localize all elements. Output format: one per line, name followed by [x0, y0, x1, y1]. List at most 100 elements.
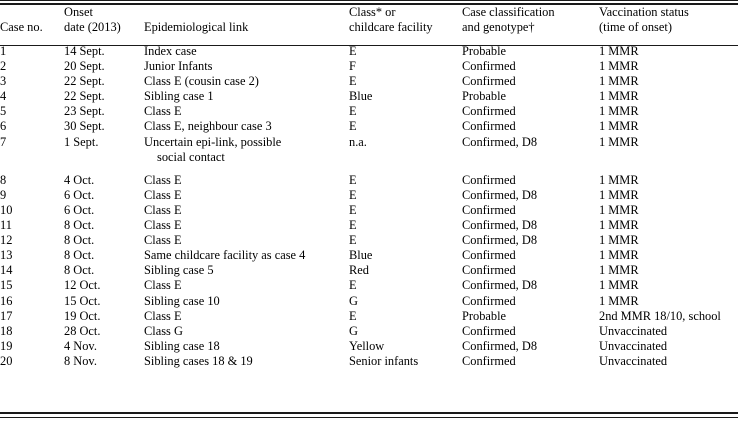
cell-classification-genotype: Confirmed	[462, 202, 516, 217]
cell-class-facility: E	[349, 218, 357, 233]
cell-onset-date: 15 Oct.	[64, 293, 101, 308]
cell-case-no: 9	[0, 187, 7, 202]
cell-epi-link: Class E	[144, 187, 182, 202]
cell-epi-link: Class E	[144, 172, 182, 187]
cell-vaccination-status: 1 MMR	[599, 89, 639, 104]
column-header-case-no-line2: Case no.	[0, 19, 43, 34]
cell-vaccination-status: Unvaccinated	[599, 323, 668, 338]
cell-case-no: 3	[0, 74, 7, 89]
cell-class-facility: E	[349, 278, 357, 293]
column-header-onset-date-line1: Onset	[64, 5, 93, 19]
cell-epi-link: Sibling case 18	[144, 338, 220, 353]
cell-classification-genotype: Confirmed	[462, 293, 516, 308]
cell-class-facility: Senior infants	[349, 353, 419, 368]
cell-classification-genotype: Confirmed, D8	[462, 218, 538, 233]
cell-epi-link-line2: social contact	[157, 149, 225, 164]
cell-vaccination-status: 1 MMR	[599, 187, 639, 202]
cell-vaccination-status: 1 MMR	[599, 74, 639, 89]
cell-epi-link: Same childcare facility as case 4	[144, 248, 306, 263]
cell-vaccination-status: 1 MMR	[599, 44, 639, 58]
column-header-classification-genotype-line1: Case classification	[462, 5, 555, 19]
cell-vaccination-status: 1 MMR	[599, 233, 639, 248]
cell-classification-genotype: Confirmed, D8	[462, 278, 538, 293]
cell-vaccination-status: 1 MMR	[599, 119, 639, 134]
cell-epi-link: Class G	[144, 323, 183, 338]
cell-classification-genotype: Confirmed	[462, 353, 516, 368]
column-header-onset-date: Onset date (2013)	[64, 5, 144, 37]
column-header-epi-link: Epidemiological link	[144, 5, 349, 37]
cell-class-facility: Yellow	[349, 338, 385, 353]
cell-onset-date: 14 Sept.	[64, 44, 105, 58]
cell-epi-link: Junior Infants	[144, 59, 213, 74]
table-header-row: Case no. Onset date (2013) Epidemiologic…	[0, 0, 738, 37]
cell-epi-link: Index case	[144, 44, 197, 58]
cell-epi-link: Class E	[144, 308, 182, 323]
cell-case-no: 19	[0, 338, 13, 353]
cell-class-facility: G	[349, 323, 358, 338]
cell-class-facility: E	[349, 44, 357, 58]
column-header-vaccination-status-line2: (time of onset)	[599, 19, 672, 34]
cell-classification-genotype: Confirmed	[462, 323, 516, 338]
cell-case-no: 16	[0, 293, 13, 308]
cell-vaccination-status: 1 MMR	[599, 172, 639, 187]
cell-vaccination-status: 1 MMR	[599, 293, 639, 308]
cell-onset-date: 8 Oct.	[64, 248, 95, 263]
cell-class-facility: E	[349, 104, 357, 119]
cell-case-no: 4	[0, 89, 7, 104]
cell-onset-date: 20 Sept.	[64, 59, 105, 74]
cell-class-facility: Blue	[349, 248, 373, 263]
cell-class-facility: E	[349, 308, 357, 323]
cell-classification-genotype: Confirmed, D8	[462, 233, 538, 248]
cell-vaccination-status: Unvaccinated	[599, 353, 668, 368]
column-header-case-no: Case no.	[0, 5, 64, 37]
cell-onset-date: 23 Sept.	[64, 104, 105, 119]
cell-onset-date: 4 Oct.	[64, 172, 95, 187]
cell-case-no: 8	[0, 172, 7, 187]
cell-case-no: 18	[0, 323, 13, 338]
cell-case-no: 6	[0, 119, 7, 134]
cell-classification-genotype: Confirmed	[462, 172, 516, 187]
cell-vaccination-status: 1 MMR	[599, 104, 639, 119]
cell-classification-genotype: Confirmed	[462, 59, 516, 74]
cell-case-no: 12	[0, 233, 13, 248]
column-header-classification-genotype: Case classification and genotype†	[462, 5, 599, 37]
cell-class-facility: Blue	[349, 89, 373, 104]
cell-vaccination-status: 1 MMR	[599, 248, 639, 263]
cell-case-no: 5	[0, 104, 7, 119]
column-header-class-facility: Class* or childcare facility	[349, 5, 462, 37]
cell-case-no: 10	[0, 202, 13, 217]
case-table: Case no. Onset date (2013) Epidemiologic…	[0, 0, 738, 369]
cell-epi-link: Class E, neighbour case 3	[144, 119, 272, 134]
cell-case-no: 14	[0, 263, 13, 278]
column-header-class-facility-line1: Class* or	[349, 5, 396, 19]
cell-class-facility: E	[349, 202, 357, 217]
cell-epi-link: Sibling cases 18 & 19	[144, 353, 253, 368]
cell-classification-genotype: Confirmed	[462, 119, 516, 134]
column-header-onset-date-line2: date (2013)	[64, 19, 121, 34]
cell-onset-date: 6 Oct.	[64, 187, 95, 202]
cell-classification-genotype: Probable	[462, 89, 507, 104]
cell-classification-genotype: Confirmed	[462, 74, 516, 89]
cell-vaccination-status: 1 MMR	[599, 278, 639, 293]
cell-case-no: 1	[0, 44, 7, 58]
column-header-class-facility-line2: childcare facility	[349, 19, 433, 34]
cell-vaccination-status: 2nd MMR 18/10, school	[599, 308, 721, 323]
cell-class-facility: E	[349, 119, 357, 134]
column-header-vaccination-status-line1: Vaccination status	[599, 5, 689, 19]
cell-onset-date: 8 Oct.	[64, 218, 95, 233]
cell-classification-genotype: Confirmed, D8	[462, 187, 538, 202]
